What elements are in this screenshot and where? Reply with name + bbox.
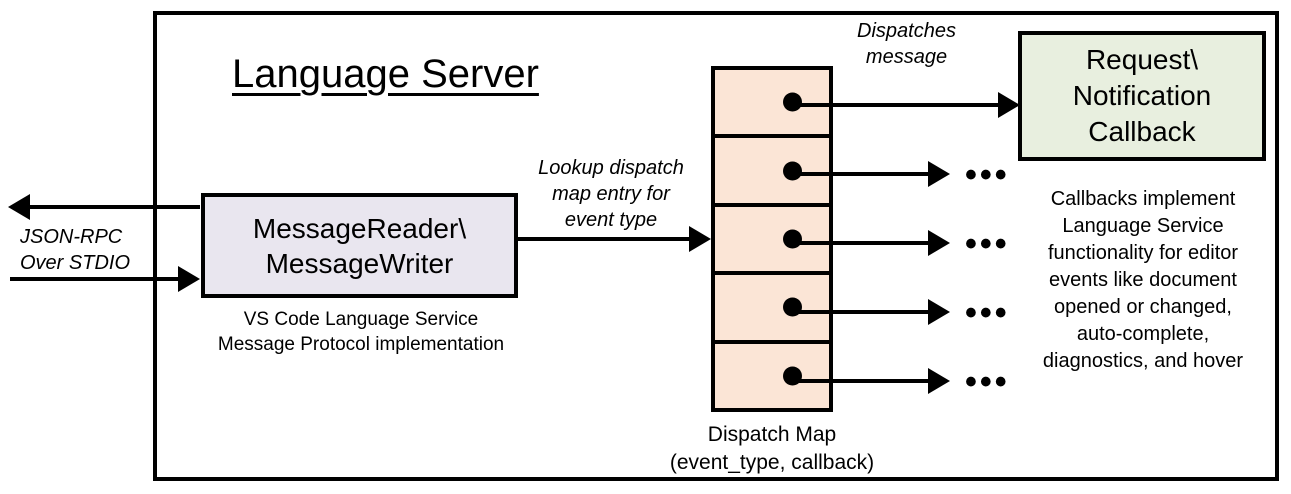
dispatches-label-line1: Dispatches: [857, 20, 956, 42]
dispatch-row5-arrow-right-icon: [928, 368, 950, 394]
callback-title-line1: Request\: [1085, 44, 1199, 75]
dispatch-row3-connector-line: [786, 241, 934, 245]
dispatch-row2-connector-line: [786, 172, 934, 176]
message-reader-writer-caption: VS Code Language Service Message Protoco…: [181, 307, 541, 357]
inbound-arrow-right-icon: [178, 266, 200, 292]
dispatches-label-line2: message: [865, 46, 948, 68]
message-reader-writer-title: MessageReader\ MessageWriter: [253, 211, 466, 281]
inbound-connector-line: [10, 277, 182, 281]
dispatch-caption-line2: (event_type, callback): [669, 451, 875, 474]
table-row[interactable]: [715, 344, 829, 408]
message-caption-line2: Message Protocol implementation: [217, 334, 505, 355]
callback-title-line2: Notification: [1072, 80, 1212, 111]
json-rpc-label-line2: Over STDIO: [20, 252, 131, 274]
dispatch-row3-ellipsis: •••: [965, 225, 1010, 263]
language-server-container: [153, 11, 1279, 481]
outbound-connector-line: [30, 205, 200, 209]
request-notification-callback-box[interactable]: Request\ Notification Callback: [1018, 31, 1266, 161]
json-rpc-edge-label: JSON-RPC Over STDIO: [20, 224, 170, 276]
message-reader-writer-box[interactable]: MessageReader\ MessageWriter: [201, 193, 518, 298]
lookup-arrow-right-icon: [689, 226, 711, 252]
dispatch-row2-arrow-right-icon: [928, 161, 950, 187]
message-caption-line1: VS Code Language Service: [243, 309, 479, 330]
page-title: Language Server: [232, 52, 539, 96]
dispatch-map-caption: Dispatch Map (event_type, callback): [641, 421, 903, 477]
dispatch-row4-arrow-right-icon: [928, 299, 950, 325]
callback-box-title: Request\ Notification Callback: [1073, 42, 1212, 150]
lookup-label-line1: Lookup dispatch: [538, 157, 684, 179]
callback-desc-line6: auto-complete,: [1076, 323, 1210, 345]
dispatch-row2-ellipsis: •••: [965, 156, 1010, 194]
callback-description: Callbacks implement Language Service fun…: [1012, 186, 1274, 375]
callback-desc-line3: functionality for editor: [1047, 242, 1239, 264]
json-rpc-label-line1: JSON-RPC: [20, 226, 123, 248]
lookup-edge-label: Lookup dispatch map entry for event type: [516, 155, 706, 233]
dispatch-map-table[interactable]: [711, 66, 833, 412]
lookup-connector-line: [518, 237, 692, 241]
entry-dot-icon: [783, 297, 802, 317]
message-title-line1: MessageReader\: [252, 212, 467, 244]
dispatch-row5-ellipsis: •••: [965, 363, 1010, 401]
entry-dot-icon: [783, 229, 802, 249]
callback-desc-line4: events like document: [1049, 269, 1237, 291]
dispatch-row3-arrow-right-icon: [928, 230, 950, 256]
lookup-label-line3: event type: [564, 209, 658, 231]
dispatch-caption-line1: Dispatch Map: [707, 423, 837, 446]
outbound-arrow-left-icon: [8, 194, 30, 220]
dispatch-row5-connector-line: [786, 379, 934, 383]
entry-dot-icon: [783, 161, 802, 181]
callback-desc-line1: Callbacks implement: [1050, 188, 1236, 210]
dispatch-row1-connector-line: [786, 103, 1004, 107]
callback-desc-line7: diagnostics, and hover: [1042, 350, 1244, 372]
dispatch-row4-ellipsis: •••: [965, 294, 1010, 332]
callback-desc-line2: Language Service: [1062, 215, 1224, 237]
callback-title-line3: Callback: [1088, 116, 1196, 147]
lookup-label-line2: map entry for: [552, 183, 670, 205]
dispatch-row4-connector-line: [786, 310, 934, 314]
message-title-line2: MessageWriter: [265, 247, 454, 279]
callback-desc-line5: opened or changed,: [1054, 296, 1232, 318]
dispatch-row1-arrow-right-icon: [998, 92, 1020, 118]
dispatches-edge-label: Dispatches message: [829, 18, 984, 70]
